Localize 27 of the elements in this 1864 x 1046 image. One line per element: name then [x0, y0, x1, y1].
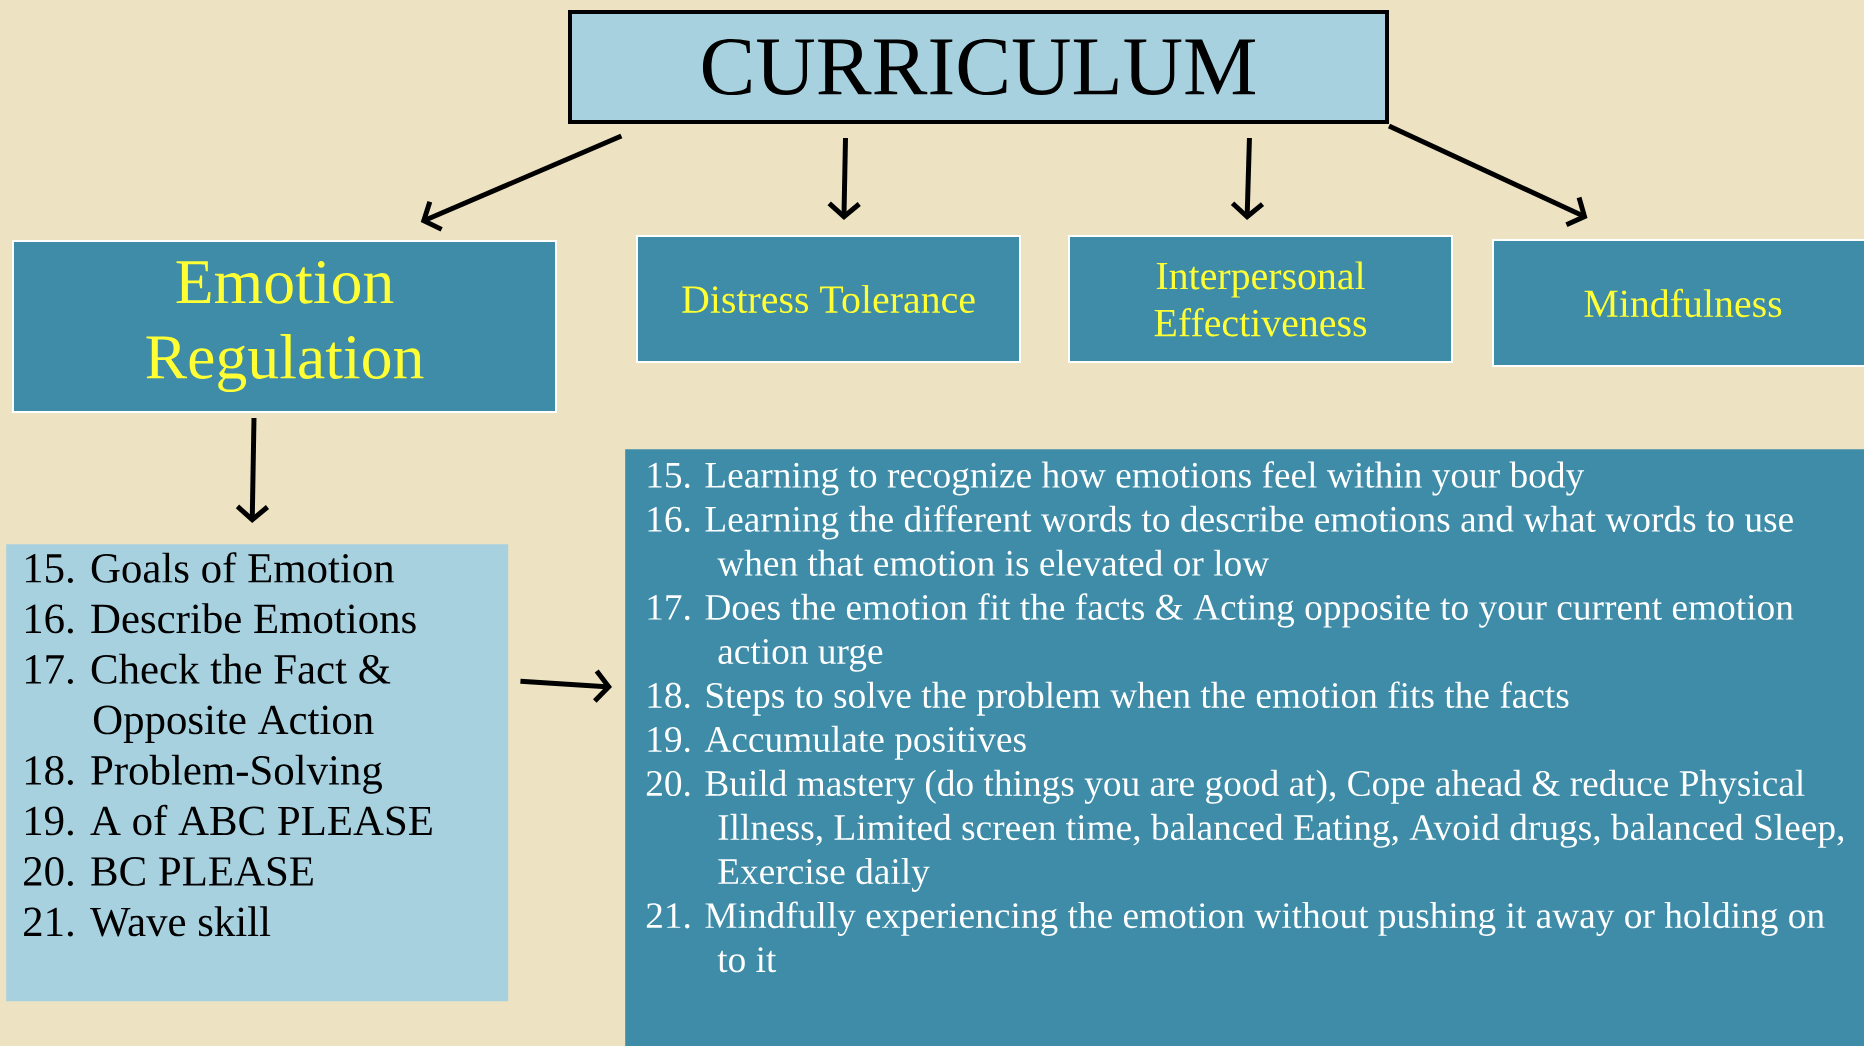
arrow: [235, 417, 270, 523]
list-item: 18. Problem-Solving: [25, 754, 382, 794]
list-item: 21. Mindfully experiencing the emotion without pushing it away or holding on to it: [646, 901, 1825, 973]
list-item: 18. Steps to solve the problem when the emotion fits the facts: [648, 681, 1569, 716]
arrow: [420, 133, 623, 232]
topic-box: Emotion Regulation: [12, 240, 557, 413]
list-item: 21. Wave skill: [24, 906, 271, 937]
list-box: [6, 544, 509, 1002]
list-item: 16. Learning the different words to describe emotions and what words to use when that emotion is elevated or low: [648, 505, 1793, 576]
list-item: 19. A of ABC PLEASE: [25, 804, 432, 836]
arrow: [827, 137, 861, 220]
list-box: [625, 449, 1864, 1046]
title-box: CURRICULUM: [568, 10, 1389, 124]
list-item: 17. Check the Fact & Opposite Action: [25, 653, 391, 744]
list-item: 15. Goals of Emotion: [25, 552, 394, 583]
list-item: 20. BC PLEASE: [24, 856, 313, 887]
topic-box: Mindfulness: [1492, 239, 1864, 367]
list-item: 20. Build mastery (do things you are good at), Cope ahead & reduce Physical Illness, Limited screen time, balanced Eating, Avoid drugs, balanced Sleep, Exercise daily: [646, 769, 1844, 892]
topic-box: Interpersonal Effectiveness: [1068, 235, 1453, 363]
list-item: 15. Learning to recognize how emotions feel within your body: [648, 461, 1585, 496]
list-item: 16. Describe Emotions: [25, 603, 416, 634]
list-item: 19. Accumulate positives: [648, 725, 1026, 760]
topic-box: Distress Tolerance: [636, 235, 1021, 363]
arrow: [520, 669, 612, 703]
list-item: 17. Does the emotion fit the facts & Acting opposite to your current emotion action urge: [648, 593, 1794, 672]
arrow: [1387, 123, 1588, 228]
arrow: [1230, 137, 1265, 220]
